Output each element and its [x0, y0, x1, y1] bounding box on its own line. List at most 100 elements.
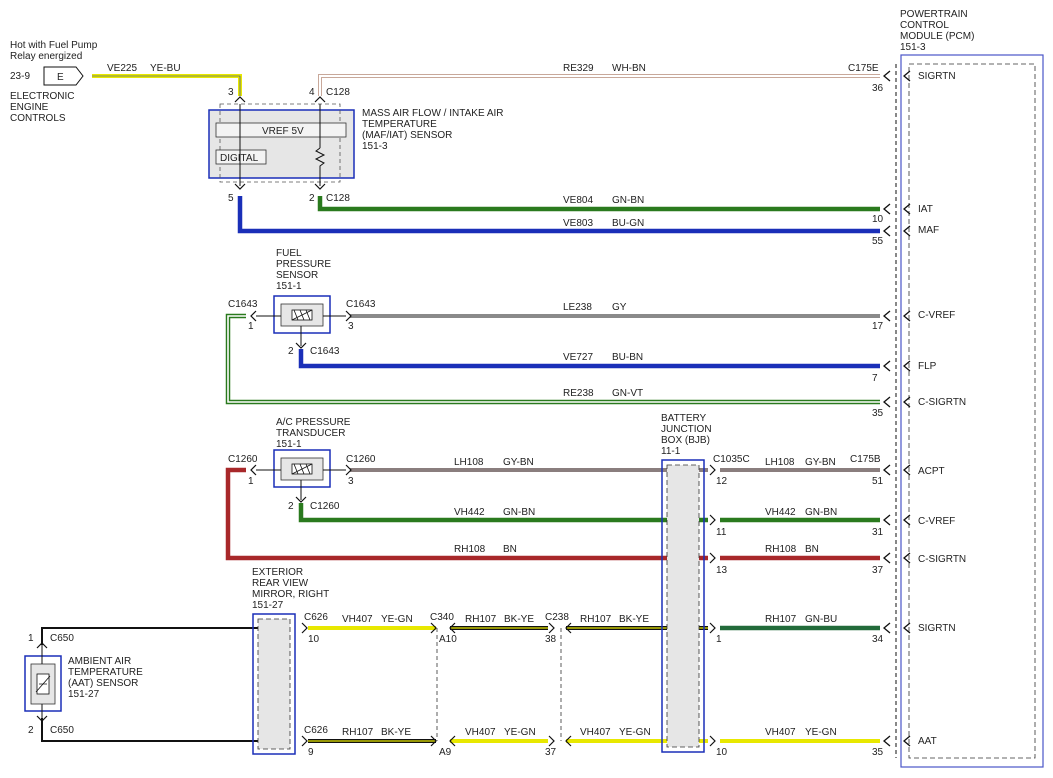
wire-label-color: BN [805, 544, 819, 555]
wire-label-color: GY [612, 302, 627, 313]
wire-label-color: BN [503, 544, 517, 555]
wire-ve225-trace [92, 75, 241, 96]
pin-number: 31 [872, 527, 884, 538]
connector-ids: C128 C128 C175E C1643 C1643 C1643 C1260 … [50, 63, 881, 736]
connector-id: C128 [326, 87, 350, 98]
term-arrow [882, 514, 891, 526]
pcm-pin-aat: AAT [918, 736, 937, 747]
pin-number: 37 [872, 565, 884, 576]
wire-label-circuit: RH107 [765, 614, 797, 625]
connector-icon [709, 735, 716, 747]
connector-icon [709, 622, 716, 634]
aat-title-3: (AAT) SENSOR [68, 678, 138, 689]
connector-icon [295, 342, 307, 349]
term-arrow-inner [902, 464, 911, 476]
wire-ve727 [298, 349, 880, 369]
connector-id: C1643 [228, 299, 258, 310]
hot-e-label: E [57, 72, 64, 83]
pin-number: 55 [872, 236, 884, 247]
pcm-title-4: 151-3 [900, 42, 926, 53]
pin-number: 17 [872, 321, 884, 332]
hot-e-box [43, 66, 84, 86]
wire-label-circuit: RH108 [765, 544, 797, 555]
wire-vh442-a [298, 503, 708, 523]
term-arrow [882, 310, 891, 322]
term-arrow [882, 622, 891, 634]
pin-number: 51 [872, 476, 884, 487]
wire-label-circuit: VH407 [342, 614, 373, 625]
wire-label-circuit: LH108 [765, 457, 795, 468]
mirror-title-3: MIRROR, RIGHT [252, 589, 329, 600]
pcm-pin-maf: MAF [918, 225, 939, 236]
acp-title-1: A/C PRESSURE [276, 417, 351, 428]
pcm-pin-acpt: ACPT [918, 466, 945, 477]
wire-label-circuit: RH107 [342, 727, 374, 738]
wire-label-circuit: RE329 [563, 63, 594, 74]
eec-line-2: ENGINE [10, 102, 49, 113]
pin-number: 10 [872, 214, 884, 225]
maf-iat-sensor: VREF 5V DIGITAL MASS AIR FLOW / INTAKE A… [208, 96, 504, 190]
connector-icon [234, 183, 246, 190]
wire-label-color: BU-GN [612, 218, 644, 229]
connector-icon [295, 496, 307, 503]
wire-label-color: YE-BU [150, 63, 181, 74]
pin-number: 36 [872, 83, 884, 94]
exterior-mirror: EXTERIOR REAR VIEW MIRROR, RIGHT 151-27 [252, 567, 329, 755]
connector-icon [314, 183, 326, 190]
acp-outer-box [273, 449, 331, 488]
wire-label-circuit: VH407 [580, 727, 611, 738]
term-arrow-inner [902, 735, 911, 747]
term-arrow-inner [902, 203, 911, 215]
maf-vref-label: VREF 5V [262, 126, 304, 137]
hot-line-2: Relay energized [10, 51, 82, 62]
pcm-pin-iat: IAT [918, 204, 933, 215]
connector-id: C128 [326, 193, 350, 204]
term-arrow-inner [902, 514, 911, 526]
acp-title-3: 151-1 [276, 439, 302, 450]
wire-label-color: YE-GN [504, 727, 536, 738]
term-arrow [882, 203, 891, 215]
pin-number: 11 [716, 527, 727, 538]
connector-icon [565, 735, 572, 747]
pin-number: 2 [288, 346, 294, 357]
wire-aat-bottom-black [41, 718, 286, 742]
wire-label-color: GN-BN [503, 507, 535, 518]
connector-id: C340 [430, 612, 454, 623]
wire-label-circuit: LH108 [454, 457, 484, 468]
pin-number: 10 [716, 747, 728, 758]
connector-icon [449, 735, 456, 747]
pcm-pin-sigrtn-2: SIGRTN [918, 623, 956, 634]
bjb-title-4: 11-1 [661, 446, 681, 457]
wire-label-color: BK-YE [381, 727, 411, 738]
pin-number: 35 [872, 408, 884, 419]
pin-number: 3 [348, 476, 354, 487]
pcm-title-3: MODULE (PCM) [900, 31, 974, 42]
wire-label-color: GY-BN [503, 457, 534, 468]
fps-outer-box [273, 295, 331, 334]
connector-icon [709, 464, 716, 476]
aat-title-1: AMBIENT AIR [68, 656, 131, 667]
wire-label-color: WH-BN [612, 63, 646, 74]
wire-label-circuit: VE225 [107, 63, 137, 74]
pin-number: 7 [872, 373, 878, 384]
pin-number: 10 [308, 634, 320, 645]
wire-label-circuit: RH107 [465, 614, 497, 625]
pcm-title-2: CONTROL [900, 20, 949, 31]
wire-re238 [225, 313, 880, 405]
maf-digital-label: DIGITAL [220, 153, 259, 164]
pcm-pin-flp: FLP [918, 361, 937, 372]
pcm-terminals [882, 70, 911, 747]
bjb-title-3: BOX (BJB) [661, 435, 710, 446]
term-arrow-inner [902, 396, 911, 408]
maf-title-2: TEMPERATURE [362, 119, 437, 130]
pin-number: 3 [228, 87, 234, 98]
bjb-title-1: BATTERY [661, 413, 707, 424]
term-arrow-inner [902, 225, 911, 237]
connector-id: C1643 [310, 346, 340, 357]
pin-number-group: 3 4 5 2 36 10 55 1 3 2 17 7 35 1 3 2 12 … [28, 83, 884, 758]
pin-number: 1 [28, 633, 34, 644]
term-arrow [882, 735, 891, 747]
maf-vref-box [215, 122, 347, 138]
wire-label-color: YE-GN [619, 727, 651, 738]
fuel-pressure-sensor: FUEL PRESSURE SENSOR 151-1 [250, 248, 352, 349]
